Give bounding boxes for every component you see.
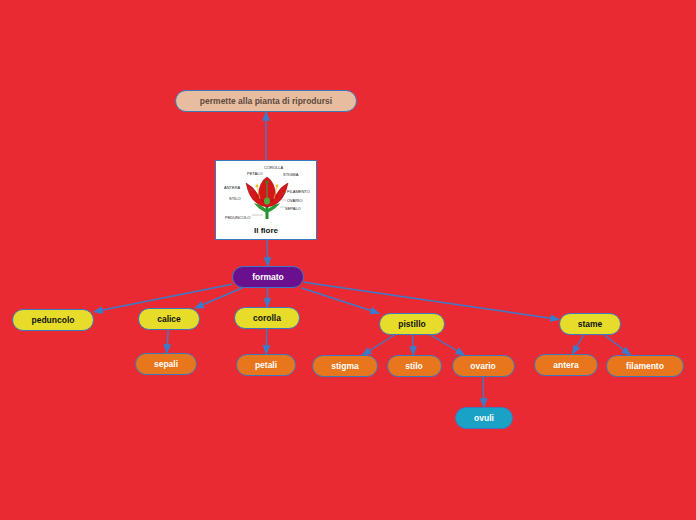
node-text: pistillo	[398, 319, 425, 329]
concept-box: ovario	[452, 355, 515, 377]
concept-box: calice	[138, 308, 200, 330]
connector	[572, 335, 583, 354]
connector	[431, 335, 465, 355]
concept-box: stilo	[387, 355, 442, 377]
node-text: stigma	[331, 361, 358, 371]
part-label: SEPALO	[285, 207, 301, 211]
node-text: antera	[553, 360, 579, 370]
concept-box: petali	[236, 354, 296, 376]
concept-box: ovuli	[455, 407, 513, 429]
connector	[412, 335, 414, 355]
part-label: PEDUNCOLO	[225, 216, 250, 220]
connector	[363, 335, 395, 355]
connector	[265, 112, 266, 160]
part-label: ANTERA	[224, 186, 240, 190]
concept-box: peduncolo	[12, 309, 94, 331]
node-text: sepali	[154, 359, 178, 369]
concept-box: pistillo	[379, 313, 445, 335]
node-text: filamento	[626, 361, 664, 371]
concept-box: filamento	[606, 355, 684, 377]
part-label: STIGMA	[283, 173, 298, 177]
connector	[483, 377, 485, 407]
node-text: peduncolo	[32, 315, 75, 325]
concept-box: corolla	[234, 307, 300, 329]
node-text: stame	[578, 319, 603, 329]
node-text: formato	[252, 272, 284, 282]
part-label: COROLLA	[264, 166, 283, 170]
node-text: stilo	[405, 361, 422, 371]
connector	[167, 330, 169, 353]
concept-box: sepali	[135, 353, 197, 375]
node-text: ovario	[470, 361, 496, 371]
concept-box: stame	[559, 313, 621, 335]
connector	[195, 288, 242, 308]
concept-box: stigma	[312, 355, 378, 377]
concept-box: formato	[232, 266, 304, 288]
connector	[266, 329, 268, 354]
node-text: ovuli	[474, 413, 494, 423]
concept-box: permette alla pianta di riprodursi	[175, 90, 357, 112]
part-label: FILAMENTO	[287, 190, 310, 194]
node-text: Il fiore	[254, 226, 278, 235]
connector	[266, 240, 268, 266]
part-label: STILO	[229, 197, 241, 201]
node-text: petali	[255, 360, 277, 370]
part-label: OVARIO	[287, 199, 302, 203]
connector	[604, 335, 630, 355]
connector	[267, 288, 269, 307]
node-text: permette alla pianta di riprodursi	[200, 96, 332, 106]
node-text: corolla	[253, 313, 281, 323]
concept-box: antera	[534, 354, 598, 376]
part-label: PETALO	[247, 172, 263, 176]
node-text: calice	[157, 314, 181, 324]
flower-drawing	[246, 177, 288, 219]
